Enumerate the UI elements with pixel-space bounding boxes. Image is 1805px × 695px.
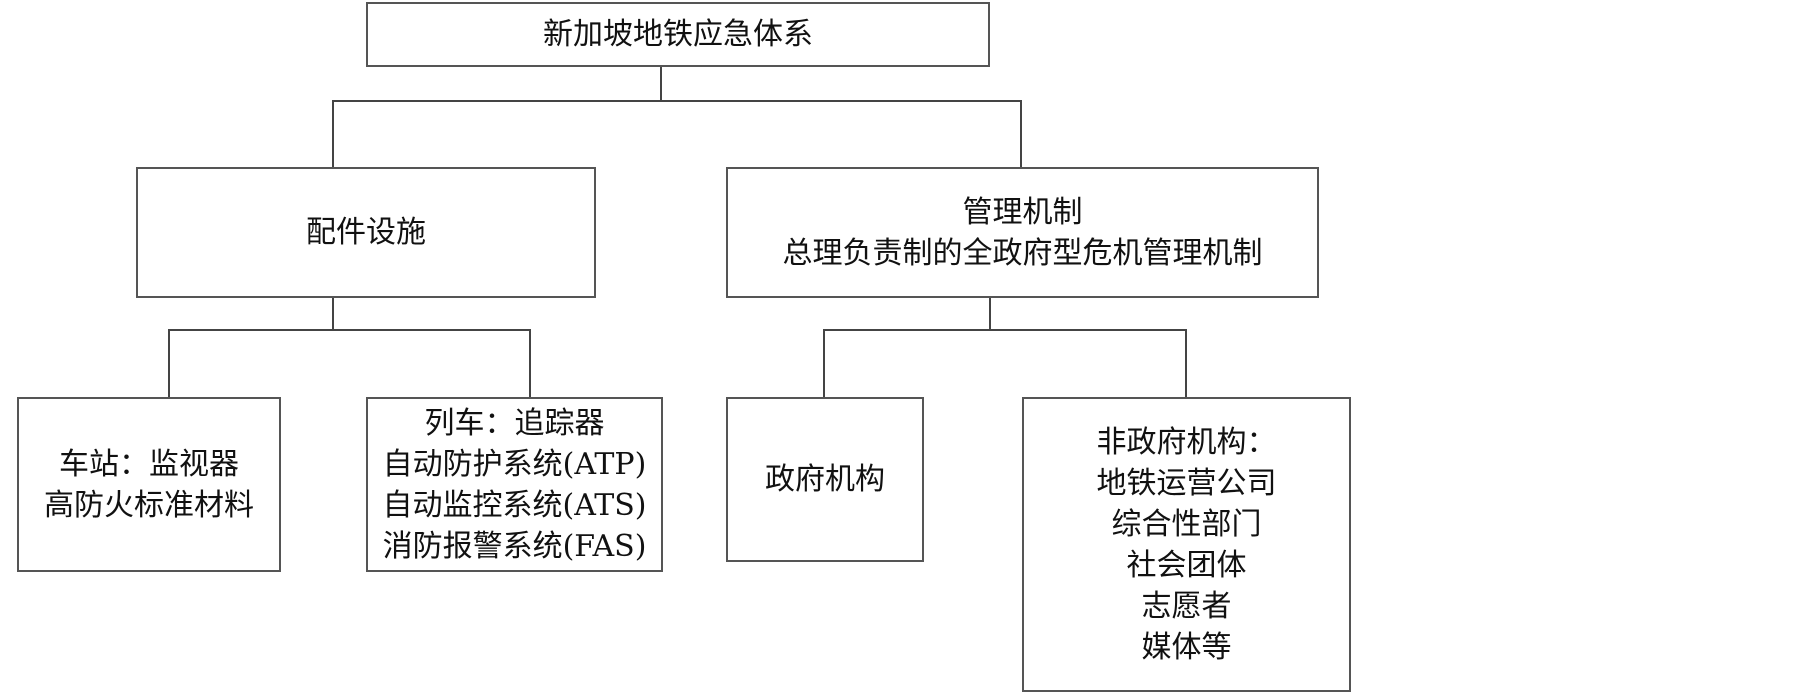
nongov-line: 综合性部门 [1111,506,1262,542]
facilities-label: 配件设施 [306,215,426,250]
train-node: 列车：追踪器 自动防护系统(ATP) 自动监控系统(ATS) 消防报警系统(FA… [366,397,663,572]
connector [1185,329,1187,398]
management-line: 管理机制 [962,194,1083,230]
station-line: 车站：监视器 [59,446,239,482]
station-line: 高防火标准材料 [44,487,254,523]
connector [168,329,531,331]
train-line: 自动监控系统(ATS) [382,487,647,523]
government-label: 政府机构 [765,462,885,497]
train-line: 列车：追踪器 [424,405,605,441]
connector [823,329,1187,331]
nongov-line: 非政府机构： [1096,424,1277,460]
nongov-line: 媒体等 [1141,629,1232,665]
connector [332,296,334,331]
connector [168,329,170,398]
root-node: 新加坡地铁应急体系 [366,2,990,67]
management-line: 总理负责制的全政府型危机管理机制 [782,235,1263,271]
nongov-line: 地铁运营公司 [1096,465,1277,501]
government-node: 政府机构 [726,397,924,562]
connector [332,100,334,168]
connector [989,296,991,331]
connector [823,329,825,398]
nongov-node: 非政府机构： 地铁运营公司 综合性部门 社会团体 志愿者 媒体等 [1022,397,1351,692]
nongov-line: 志愿者 [1141,588,1232,624]
management-node: 管理机制 总理负责制的全政府型危机管理机制 [726,167,1319,298]
connector [1020,100,1022,168]
facilities-node: 配件设施 [136,167,596,298]
train-line: 自动防护系统(ATP) [382,446,647,482]
nongov-line: 社会团体 [1126,547,1247,583]
station-node: 车站：监视器 高防火标准材料 [17,397,281,572]
connector [529,329,531,398]
connector [660,66,662,102]
connector [332,100,1022,102]
root-label: 新加坡地铁应急体系 [543,17,813,52]
train-line: 消防报警系统(FAS) [382,528,647,564]
